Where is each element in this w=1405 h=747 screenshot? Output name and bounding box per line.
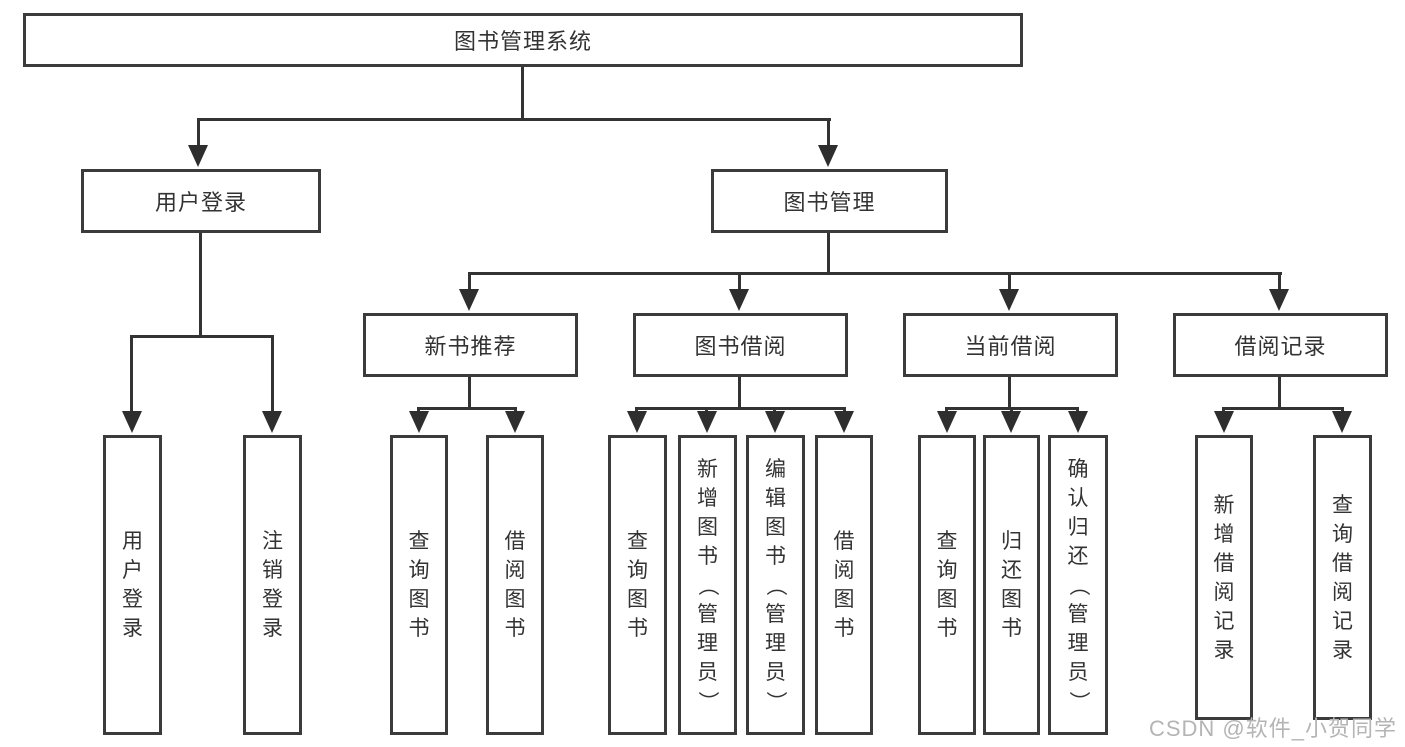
connector-book-mgmt-stub bbox=[827, 233, 830, 275]
leaf-query-borrow-record: 查询借阅记录 bbox=[1313, 435, 1372, 720]
connector-borrow-stub bbox=[738, 377, 741, 409]
arrow-down-icon bbox=[627, 411, 647, 433]
connector-drop-leaf bbox=[271, 335, 274, 411]
leaf-logout: 注销登录 bbox=[243, 435, 302, 735]
arrow-down-icon bbox=[505, 411, 525, 433]
arrow-down-icon bbox=[459, 289, 479, 311]
arrow-down-icon bbox=[409, 411, 429, 433]
arrow-down-icon bbox=[729, 289, 749, 311]
arrow-down-icon bbox=[818, 145, 838, 167]
arrow-down-icon bbox=[834, 411, 854, 433]
connector-drop-leaf bbox=[130, 335, 133, 411]
node-current-borrow: 当前借阅 bbox=[903, 313, 1118, 377]
connector-borrow-bus bbox=[635, 407, 846, 410]
connector-level2-bus bbox=[197, 118, 831, 121]
arrow-down-icon bbox=[697, 411, 717, 433]
leaf-user-login: 用户登录 bbox=[103, 435, 162, 735]
arrow-down-icon bbox=[1068, 411, 1088, 433]
node-user-login: 用户登录 bbox=[81, 169, 321, 233]
arrow-down-icon bbox=[1269, 289, 1289, 311]
leaf-query-books-borrow: 查询图书 bbox=[608, 435, 667, 735]
node-new-book-recommend: 新书推荐 bbox=[363, 313, 578, 377]
leaf-query-books-current: 查询图书 bbox=[918, 435, 976, 735]
connector-current-stub bbox=[1008, 377, 1011, 409]
connector-new-books-bus bbox=[417, 407, 517, 410]
connector-user-login-stub bbox=[199, 233, 202, 335]
arrow-down-icon bbox=[765, 411, 785, 433]
connector-root-stub bbox=[521, 67, 524, 118]
connector-records-bus bbox=[1222, 407, 1344, 410]
arrow-down-icon bbox=[999, 289, 1019, 311]
connector-drop-level3 bbox=[1278, 272, 1281, 291]
leaf-return-books: 归还图书 bbox=[983, 435, 1040, 735]
arrow-down-icon bbox=[1332, 411, 1352, 433]
watermark-text: CSDN @软件_小贺同学 bbox=[1148, 716, 1397, 741]
leaf-add-borrow-record: 新增借阅记录 bbox=[1195, 435, 1253, 720]
node-library-system: 图书管理系统 bbox=[23, 13, 1023, 67]
connector-user-login-bus bbox=[130, 335, 274, 338]
connector-drop-level3 bbox=[468, 272, 471, 291]
leaf-edit-book-admin: 编辑图书（管理员） bbox=[746, 435, 805, 735]
node-book-management: 图书管理 bbox=[711, 169, 948, 233]
connector-drop-book-mgmt bbox=[827, 118, 830, 146]
arrow-down-icon bbox=[122, 411, 142, 433]
node-borrow-records: 借阅记录 bbox=[1173, 313, 1388, 377]
arrow-down-icon bbox=[262, 411, 282, 433]
leaf-add-book-admin: 新增图书（管理员） bbox=[678, 435, 737, 735]
leaf-borrow-books-recommend: 借阅图书 bbox=[486, 435, 544, 735]
connector-drop-user-login bbox=[197, 118, 200, 146]
node-book-borrow: 图书借阅 bbox=[633, 313, 848, 377]
arrow-down-icon bbox=[1214, 411, 1234, 433]
connector-records-stub bbox=[1278, 377, 1281, 409]
leaf-confirm-return-admin: 确认归还（管理员） bbox=[1048, 435, 1108, 735]
arrow-down-icon bbox=[937, 411, 957, 433]
arrow-down-icon bbox=[188, 145, 208, 167]
connector-level3-bus bbox=[468, 272, 1282, 275]
leaf-query-books-recommend: 查询图书 bbox=[390, 435, 448, 735]
connector-drop-level3 bbox=[1008, 272, 1011, 291]
connector-new-books-stub bbox=[468, 377, 471, 409]
arrow-down-icon bbox=[1001, 411, 1021, 433]
connector-drop-level3 bbox=[738, 272, 741, 291]
leaf-borrow-books-borrow: 借阅图书 bbox=[815, 435, 873, 735]
